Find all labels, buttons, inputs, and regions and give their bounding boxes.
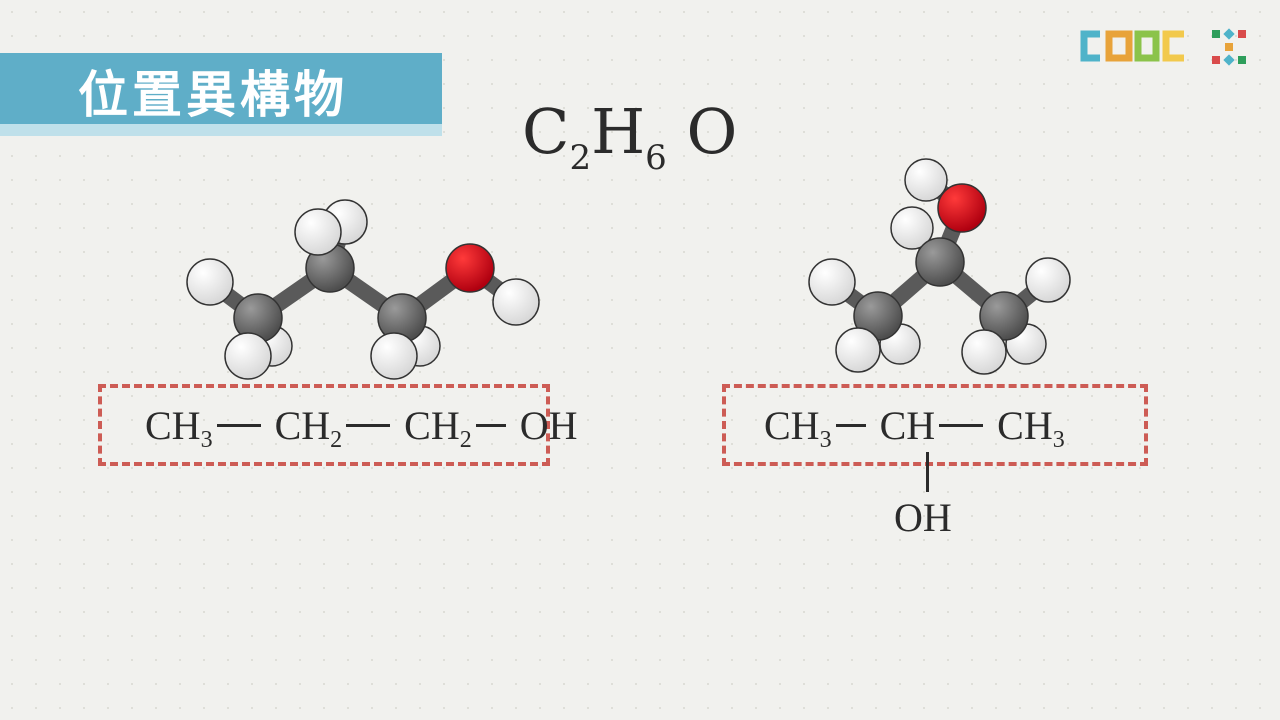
right-group-2: CH <box>879 403 936 448</box>
formula-h-sub: 6 <box>645 138 667 178</box>
left-group-1: CH3 <box>145 403 213 453</box>
formula-c-sub: 2 <box>569 138 592 178</box>
title-banner <box>0 53 442 133</box>
right-carbon-chain-highlight <box>722 384 1148 466</box>
left-group-3: CH2 <box>404 403 472 453</box>
right-group-1: CH3 <box>764 403 832 453</box>
hydrogen-atom <box>186 258 234 306</box>
title-banner-shadow <box>0 124 442 136</box>
left-hydroxyl: OH <box>519 403 578 448</box>
carbon-atom <box>915 237 965 287</box>
hydrogen-atom <box>808 258 856 306</box>
formula-o: O <box>686 95 738 168</box>
hydrogen-atom <box>835 327 881 373</box>
bond <box>835 424 866 427</box>
codc-logo <box>1080 30 1184 62</box>
page-title: 位置異構物 <box>78 66 348 124</box>
hydrogen-atom <box>370 332 418 380</box>
logo-letter-c2 <box>1162 30 1184 62</box>
bond <box>475 424 506 427</box>
logo-mark-icon <box>1212 28 1246 66</box>
oxygen-atom <box>445 243 495 293</box>
right-group-3: CH3 <box>997 403 1065 453</box>
vertical-bond <box>926 452 929 492</box>
hydrogen-atom <box>904 158 948 202</box>
bond <box>216 424 261 427</box>
logo-letter-d <box>1134 30 1160 62</box>
left-carbon-chain-highlight <box>98 384 550 466</box>
hydrogen-atom <box>492 278 540 326</box>
propanol-model <box>186 199 540 380</box>
bond <box>346 424 391 427</box>
formula-h: H <box>591 95 646 168</box>
hydrogen-atom <box>890 206 934 250</box>
formula-c: C <box>522 95 570 168</box>
left-group-2: CH2 <box>274 403 343 453</box>
left-structural-formula: CH3 CH2 CH2 OH <box>145 402 578 454</box>
hydrogen-atom <box>1025 257 1071 303</box>
right-structural-formula: CH3 CH CH3 <box>764 402 1065 454</box>
isopropanol-model <box>808 158 1071 375</box>
carbon-atom <box>979 291 1029 341</box>
molecular-formula: C2H6 O <box>522 95 737 178</box>
hydrogen-atom <box>224 332 272 380</box>
logo-letter-o <box>1105 30 1133 62</box>
bond <box>939 424 984 427</box>
hydrogen-atom <box>961 329 1007 375</box>
right-hydroxyl: OH <box>894 495 952 540</box>
logo-letter-c <box>1080 30 1100 62</box>
oxygen-atom <box>937 183 987 233</box>
hydrogen-atom <box>294 208 342 256</box>
